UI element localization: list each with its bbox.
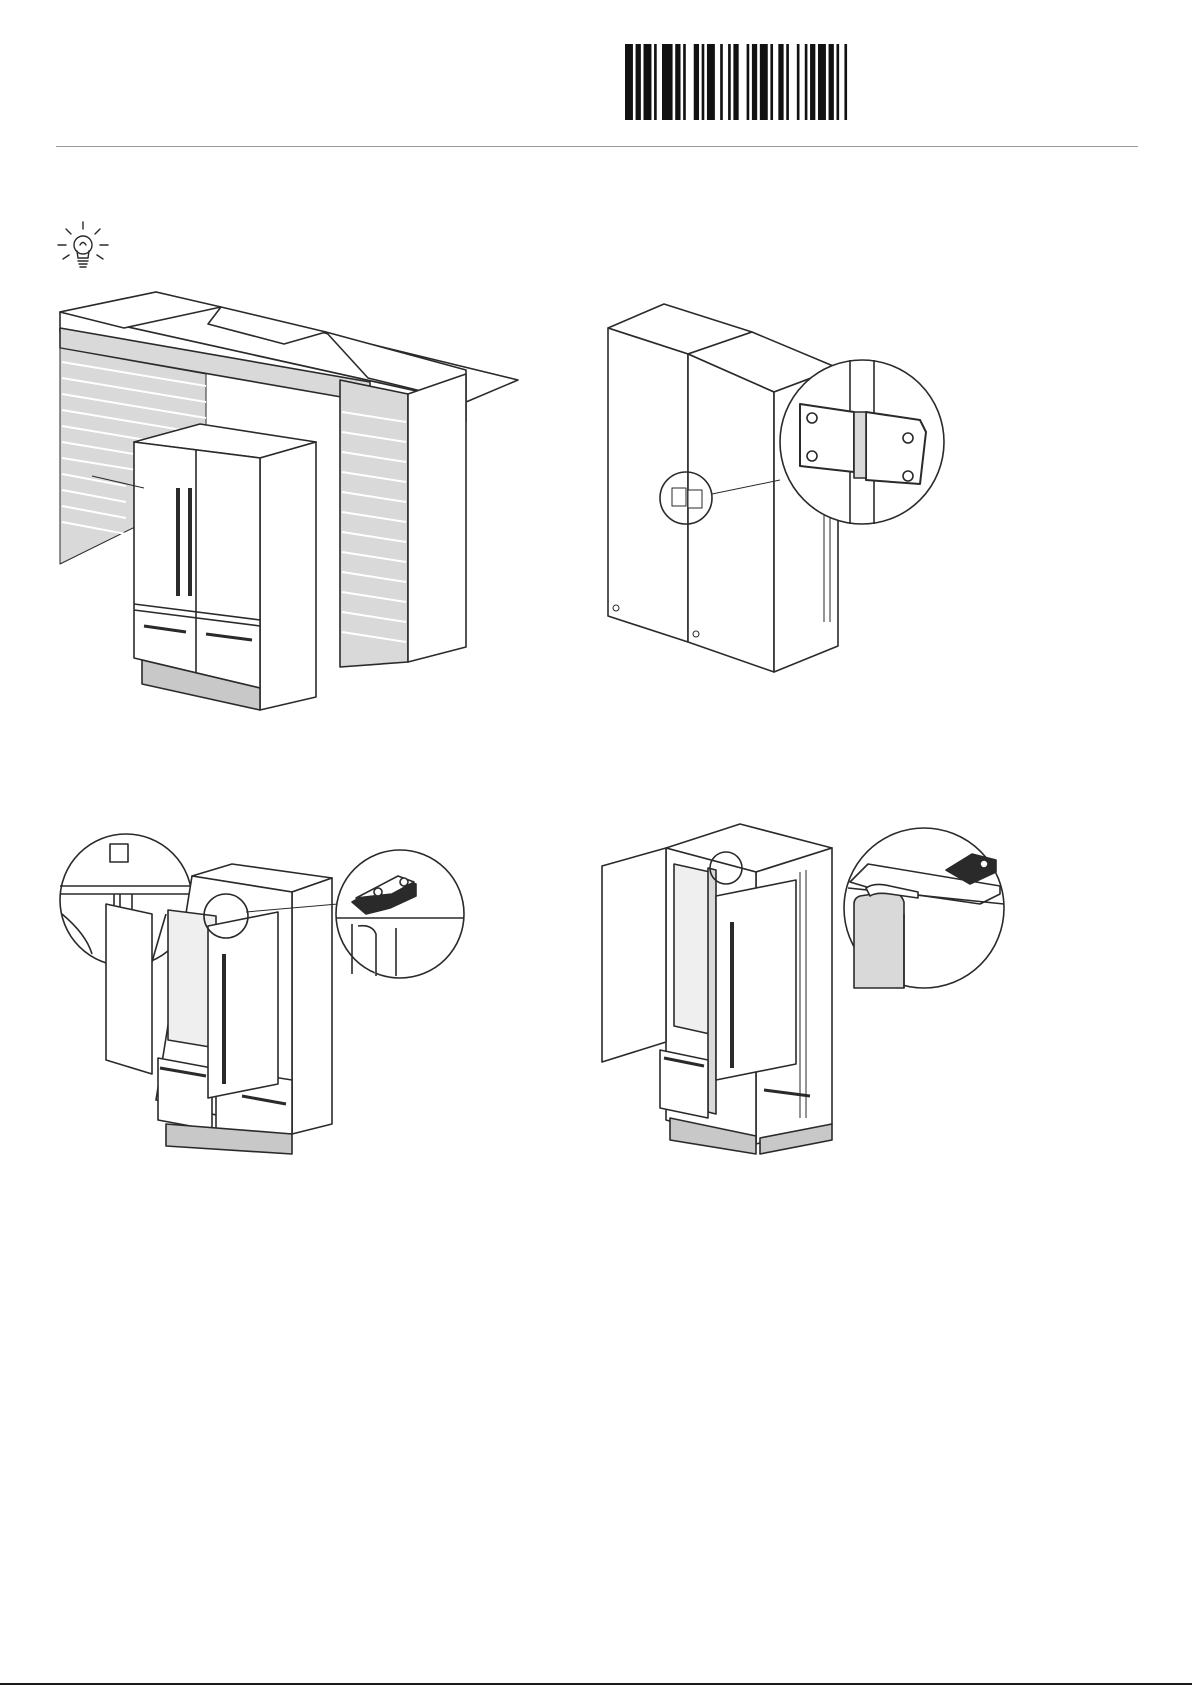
- side-by-side-hinge-bracket-illustration: [604, 302, 964, 682]
- barcode-bar: [644, 44, 652, 120]
- barcode-bar: [797, 44, 800, 120]
- barcode-bar: [707, 44, 715, 120]
- barcode-bar: [702, 44, 705, 120]
- barcode-bar: [625, 44, 633, 120]
- barcode-bar: [760, 44, 768, 120]
- door-open-trim-strip-detail-illustration: [600, 824, 1020, 1164]
- barcode-bar: [836, 44, 839, 120]
- barcode-bar: [636, 44, 641, 120]
- barcode-bar: [786, 44, 789, 120]
- barcode-bar: [720, 44, 723, 120]
- door-open-top-hinge-detail-illustration: [56, 834, 476, 1174]
- barcode-bar: [694, 44, 699, 120]
- french-door-refrigerator-cabinet-illustration: [56, 292, 476, 712]
- barcode-bar: [747, 44, 750, 120]
- barcode-bar: [675, 44, 680, 120]
- barcode-bar: [818, 44, 826, 120]
- barcode-bar: [683, 44, 686, 120]
- light-bulb-icon: [54, 218, 112, 282]
- barcode-bar: [778, 44, 783, 120]
- header-rule: [56, 146, 1138, 147]
- barcode-bar: [752, 44, 757, 120]
- barcode-bar: [662, 44, 673, 120]
- barcode-bar: [829, 44, 834, 120]
- barcode-bar: [844, 44, 847, 120]
- barcode-bar: [810, 44, 815, 120]
- barcode: [625, 44, 855, 120]
- barcode-bar: [733, 44, 738, 120]
- barcode-bar: [728, 44, 731, 120]
- barcode-bar: [770, 44, 773, 120]
- barcode-bar: [654, 44, 657, 120]
- barcode-bar: [805, 44, 808, 120]
